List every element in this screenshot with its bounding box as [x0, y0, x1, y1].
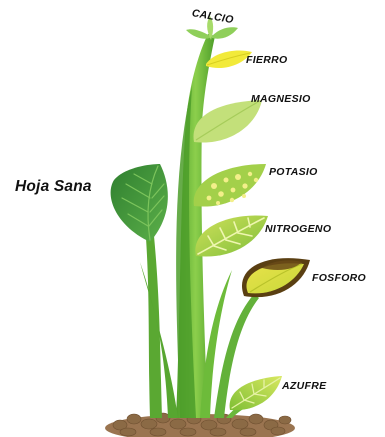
healthy-leaf [111, 164, 168, 242]
azufre-leaf [230, 376, 282, 410]
label-azufre: AZUFRE [282, 381, 326, 392]
label-nitrogeno: NITROGENO [265, 224, 331, 235]
label-hoja-sana: Hoja Sana [15, 179, 92, 195]
label-potasio: POTASIO [269, 167, 318, 178]
fosforo-leaf [242, 258, 310, 297]
label-magnesio: MAGNESIO [251, 94, 311, 105]
potasio-leaf [194, 164, 266, 207]
label-fierro: FIERRO [246, 55, 287, 66]
label-fosforo: FOSFORO [312, 273, 366, 284]
magnesio-leaf [194, 100, 262, 143]
nitrogeno-leaf [195, 215, 268, 256]
